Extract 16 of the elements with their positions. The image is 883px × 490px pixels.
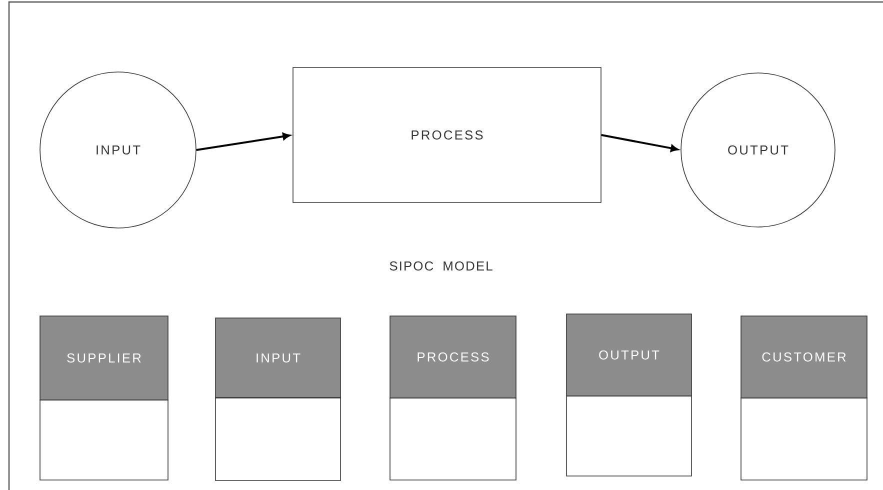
empty-box — [215, 397, 341, 481]
header-box: INPUT — [215, 318, 341, 398]
header-box: OUTPUT — [566, 314, 692, 396]
empty-box — [566, 396, 692, 476]
circle-node: OUTPUT — [680, 72, 836, 228]
header-box: PROCESS — [390, 316, 516, 398]
arrow — [601, 134, 678, 152]
section-label: SIPOC MODEL — [390, 261, 492, 271]
process-box: PROCESS — [292, 67, 602, 203]
circle-node: INPUT — [40, 72, 196, 228]
header-box: CUSTOMER — [740, 316, 868, 398]
header-box: SUPPLIER — [40, 316, 168, 400]
empty-box — [40, 400, 168, 480]
empty-box — [390, 398, 516, 480]
empty-box — [740, 398, 868, 480]
arrow — [196, 132, 290, 151]
